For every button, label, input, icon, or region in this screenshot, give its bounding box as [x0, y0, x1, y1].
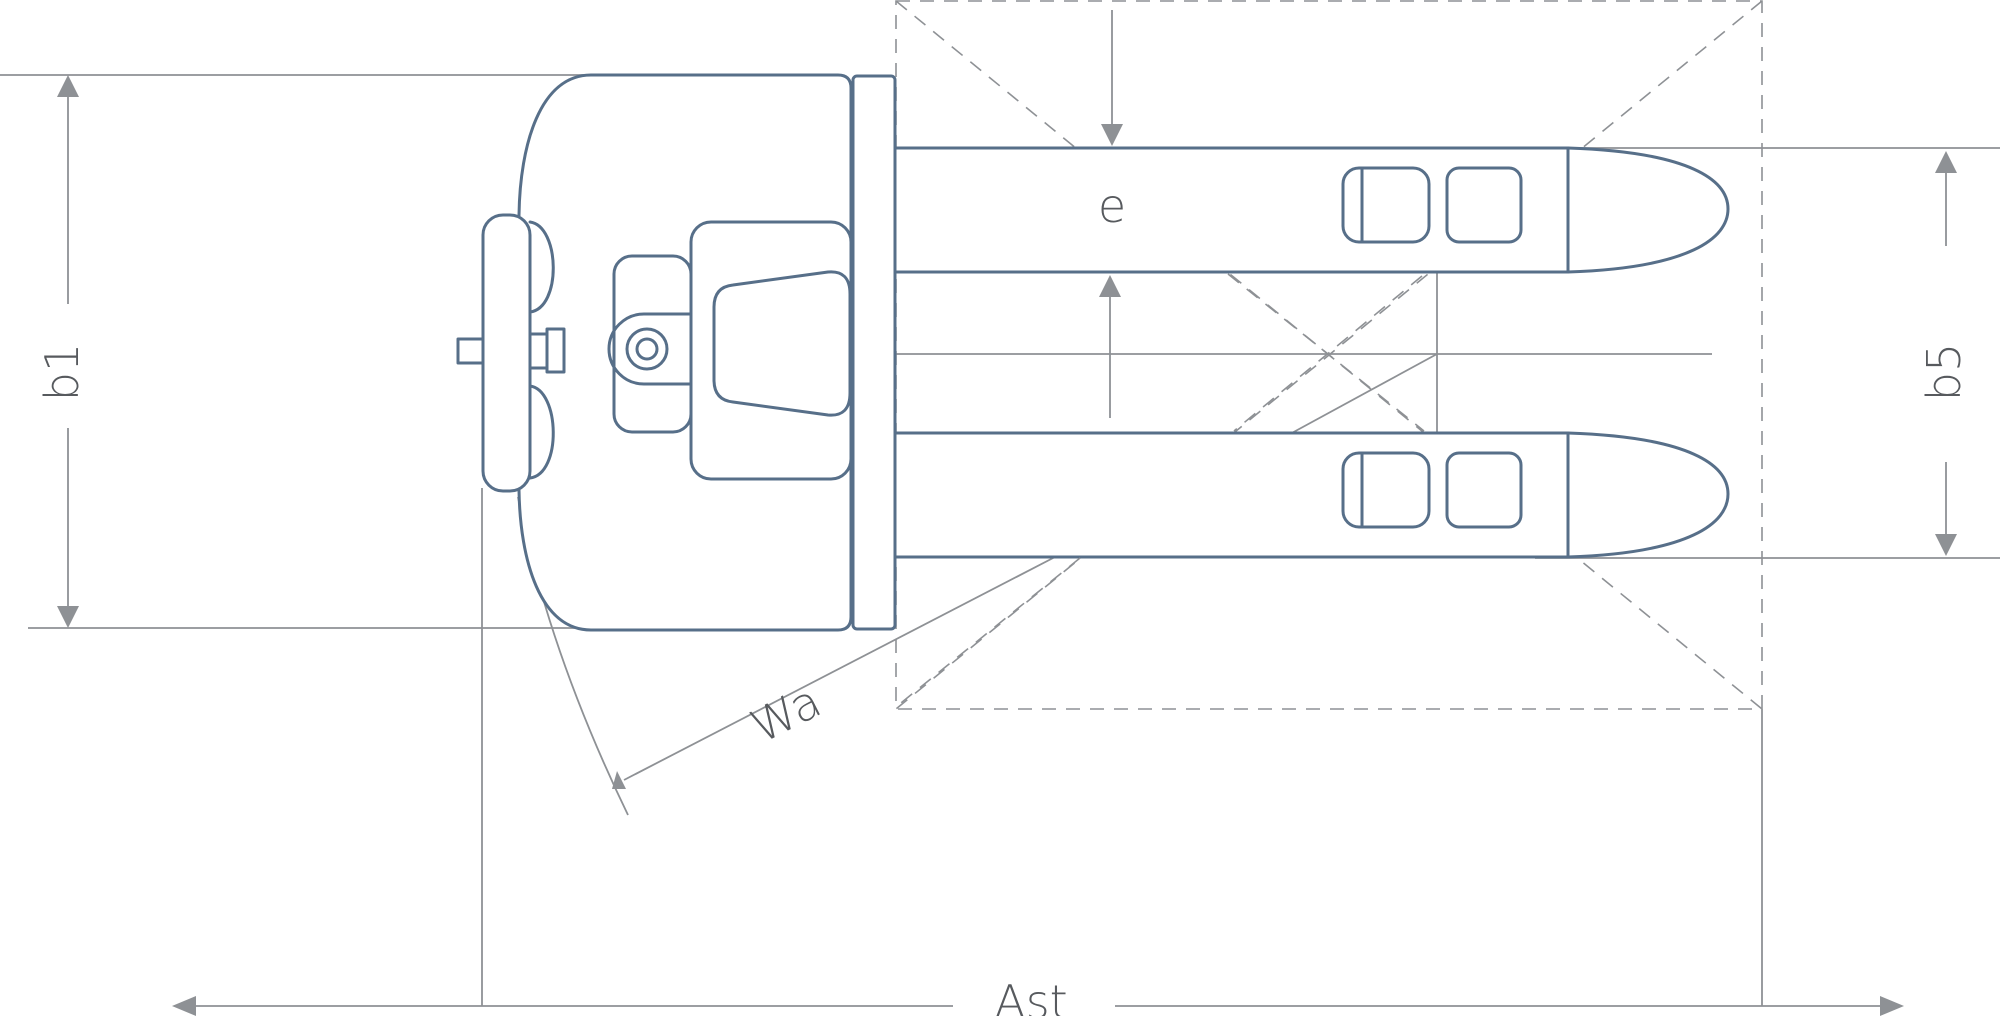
b5-arrow-top — [1935, 151, 1957, 173]
ast-arrow-left — [172, 996, 196, 1016]
e-label: e — [1098, 179, 1126, 233]
e-arrow-up — [1099, 275, 1121, 297]
b1-dimension: b1 — [35, 75, 89, 628]
wa-label: Wa — [742, 674, 830, 754]
ast-arrow-right — [1880, 996, 1904, 1016]
fork-lower — [893, 431, 1730, 559]
b1-label: b1 — [35, 343, 89, 401]
b5-arrow-bottom — [1935, 534, 1957, 556]
wa-arrow — [612, 771, 626, 789]
b1-arrow-top — [57, 75, 79, 97]
truck-body — [456, 73, 897, 632]
ast-label: Ast — [994, 975, 1067, 1016]
e-arrow-down — [1101, 124, 1123, 146]
turning-geometry — [895, 273, 1425, 708]
ast-dimension: Ast — [172, 975, 1904, 1016]
fork-upper — [893, 146, 1730, 274]
b5-dimension: b5 — [1917, 151, 1971, 556]
b5-label: b5 — [1917, 343, 1971, 401]
e-dimension — [1099, 10, 1123, 418]
b1-arrow-bottom — [57, 606, 79, 628]
